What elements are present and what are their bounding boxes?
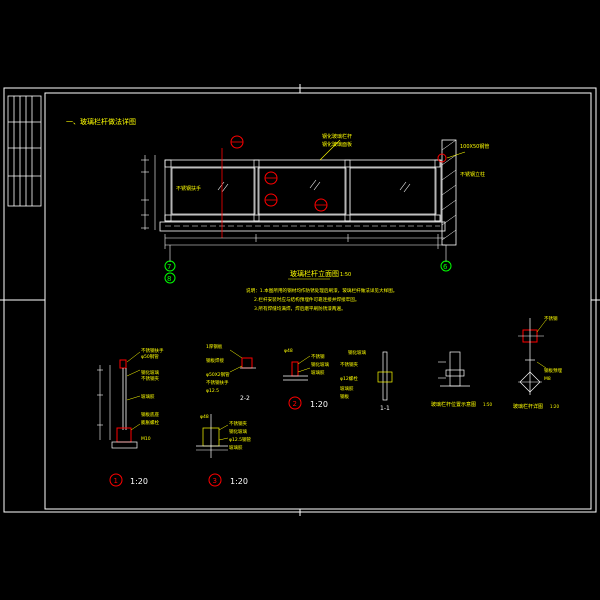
section-1-1-label: 1-1 xyxy=(380,405,390,412)
detail-3-scale: 1:20 xyxy=(230,477,248,486)
detail-3: φ48 不锈钢夹 钢化玻璃 φ12.5钢管 玻璃胶 3 1:20 xyxy=(196,414,251,487)
svg-text:不锈钢: 不锈钢 xyxy=(311,353,325,360)
inner-sheet-border xyxy=(44,92,592,510)
svg-text:1厚钢板: 1厚钢板 xyxy=(206,343,223,350)
note-2: 2.栏杆安装时应与结构预埋件可靠连接并焊接牢固。 xyxy=(254,296,359,303)
svg-text:钢板: 钢板 xyxy=(340,393,349,400)
svg-text:钢板焊接: 钢板焊接 xyxy=(206,357,224,364)
section-1-1: 钢化玻璃 不锈钢夹 φ12螺栓 玻璃胶 钢板 1-1 xyxy=(340,349,393,412)
svg-text:1: 1 xyxy=(114,477,118,485)
grid-markers: 7 8 6 xyxy=(164,260,452,284)
elev-label-c: 不锈钢扶手 xyxy=(176,185,201,192)
svg-text:钢化玻璃: 钢化玻璃 xyxy=(141,369,159,376)
svg-text:钢化玻璃: 钢化玻璃 xyxy=(311,361,329,368)
binding-strip xyxy=(7,95,42,207)
svg-text:玻璃胶: 玻璃胶 xyxy=(311,369,325,376)
svg-text:3: 3 xyxy=(213,477,217,485)
section-2-2: 1厚钢板 钢板焊接 φ50X2钢管 不锈钢扶手 φ12.5 2-2 xyxy=(206,343,256,402)
svg-text:6: 6 xyxy=(443,263,448,271)
svg-text:钢化玻璃: 钢化玻璃 xyxy=(348,349,366,356)
note-3: 3.所有焊缝均满焊，焊后磨平刷防锈漆两遍。 xyxy=(254,305,346,312)
svg-text:玻璃胶: 玻璃胶 xyxy=(141,393,155,400)
svg-text:钢板预埋: 钢板预埋 xyxy=(544,367,562,374)
svg-text:φ12螺栓: φ12螺栓 xyxy=(340,375,358,382)
railing-elevation xyxy=(141,139,457,262)
svg-text:7: 7 xyxy=(167,263,171,271)
svg-text:φ12.5: φ12.5 xyxy=(206,388,219,394)
elev-label-a: 钢化玻璃栏杆 xyxy=(322,133,352,140)
section-2-2-label: 2-2 xyxy=(240,395,250,402)
svg-text:膨胀螺栓: 膨胀螺栓 xyxy=(141,419,159,426)
svg-text:φ48: φ48 xyxy=(284,348,293,354)
svg-text:φ50X2钢管: φ50X2钢管 xyxy=(206,371,230,378)
svg-text:M10: M10 xyxy=(141,436,151,442)
svg-text:钢板底座: 钢板底座 xyxy=(141,411,159,418)
svg-text:不锈钢夹: 不锈钢夹 xyxy=(340,361,358,368)
svg-text:φ48: φ48 xyxy=(200,414,209,420)
svg-text:钢化玻璃: 钢化玻璃 xyxy=(229,428,247,435)
svg-text:不锈钢扶手: 不锈钢扶手 xyxy=(141,347,164,354)
svg-text:φ12.5钢管: φ12.5钢管 xyxy=(229,436,251,443)
detail-5-title: 玻璃栏杆详图 xyxy=(513,403,543,410)
svg-text:不锈钢: 不锈钢 xyxy=(544,315,558,322)
detail-5-scale: 1:20 xyxy=(550,404,559,409)
detail-4-scale: 1:50 xyxy=(483,402,492,407)
svg-text:不锈钢夹: 不锈钢夹 xyxy=(141,375,159,382)
svg-text:M8: M8 xyxy=(544,376,551,382)
elevation-title: 玻璃栏杆立面图 xyxy=(290,269,339,278)
elev-label-d: 100X50钢管 xyxy=(460,143,489,150)
svg-text:玻璃胶: 玻璃胶 xyxy=(229,444,243,451)
detail-1: 不锈钢扶手 φ50钢管 钢化玻璃 不锈钢夹 玻璃胶 钢板底座 膨胀螺栓 M10 … xyxy=(97,347,164,487)
detail-1-scale: 1:20 xyxy=(130,477,148,486)
elev-label-b: 钢化玻璃面板 xyxy=(322,141,352,148)
svg-text:不锈钢夹: 不锈钢夹 xyxy=(229,420,247,427)
svg-text:φ50钢管: φ50钢管 xyxy=(141,353,159,360)
note-1: 说明：1.本图所用的钢材均作防锈处理后刷漆，玻璃栏杆做法详见大样图。 xyxy=(246,287,397,294)
detail-4-title: 玻璃栏杆位置示意图 xyxy=(431,401,476,408)
elev-label-e: 不锈钢立柱 xyxy=(460,171,485,178)
detail-5: 不锈钢 钢板预埋 M8 玻璃栏杆详图 1:20 xyxy=(513,315,562,410)
svg-text:2: 2 xyxy=(293,400,297,408)
detail-2-scale: 1:20 xyxy=(310,400,328,409)
elevation-callouts xyxy=(230,135,447,212)
elevation-scale: 1:50 xyxy=(340,272,351,278)
detail-4: 玻璃栏杆位置示意图 1:50 xyxy=(431,351,492,408)
elevation-labels: 钢化玻璃栏杆 钢化玻璃面板 不锈钢扶手 100X50钢管 不锈钢立柱 xyxy=(176,133,489,192)
detail-2: φ48 不锈钢 钢化玻璃 玻璃胶 2 1:20 xyxy=(283,348,329,410)
section-heading: 一、玻璃栏杆做法详图 xyxy=(66,117,136,126)
svg-text:玻璃胶: 玻璃胶 xyxy=(340,385,354,392)
svg-text:不锈钢扶手: 不锈钢扶手 xyxy=(206,379,229,386)
svg-text:8: 8 xyxy=(167,275,171,283)
